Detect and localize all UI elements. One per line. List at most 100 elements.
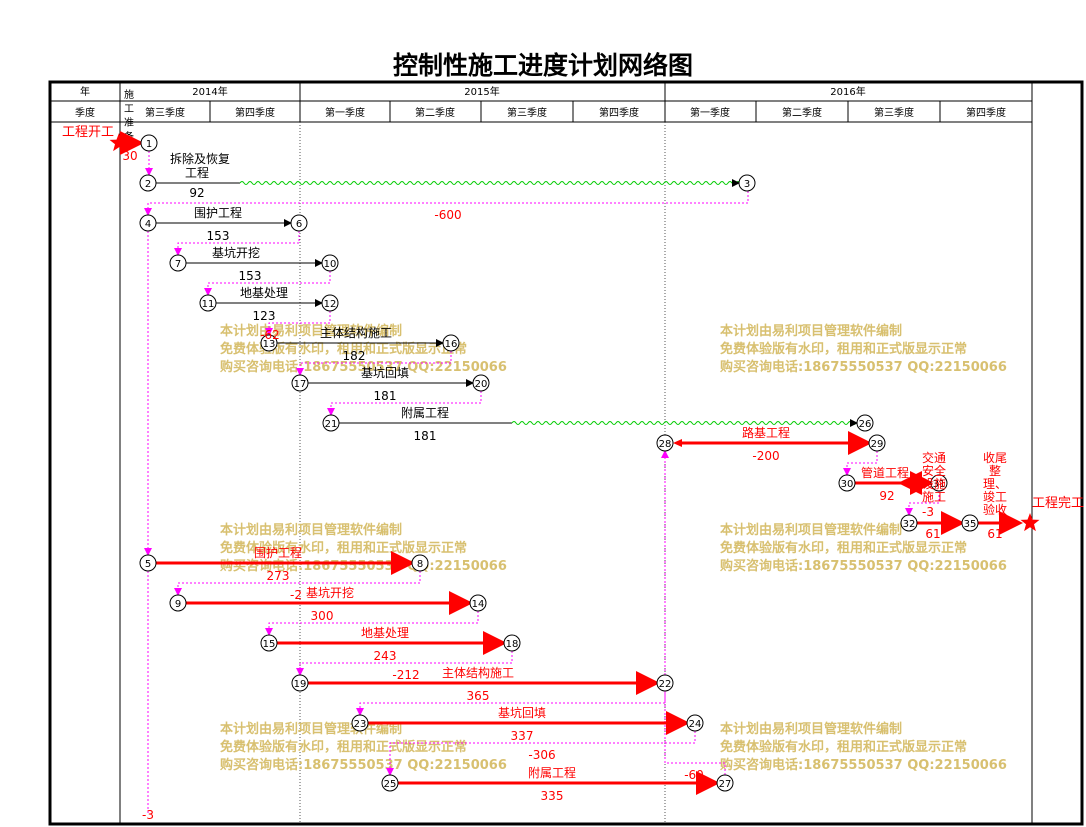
prep-label-char: 施: [124, 88, 134, 101]
activity-name: 地基处理: [240, 286, 288, 300]
activity-name: 工程: [185, 165, 209, 180]
node-17: 17: [291, 374, 309, 392]
activity-name: 管道工程: [861, 465, 909, 480]
node-label: 23: [354, 719, 367, 730]
watermark-text: 免费体验版有水印，租用和正式版显示正常: [220, 739, 467, 755]
node-label: 2: [145, 179, 151, 190]
float-value: -3: [142, 808, 154, 822]
end-star-icon: [1020, 513, 1040, 532]
activity-name: 基坑开挖: [306, 585, 354, 600]
activity-name: 竣工: [983, 489, 1007, 504]
node-label: 7: [175, 259, 181, 270]
node-15: 15: [260, 634, 278, 652]
node-26: 26: [856, 414, 874, 432]
node-29: 29: [868, 434, 886, 452]
node-label: 9: [175, 599, 181, 610]
activity-duration: 365: [467, 689, 490, 703]
quarter-label: 第一季度: [690, 106, 730, 119]
node-21: 21: [322, 414, 340, 432]
float-link: [265, 311, 331, 336]
activity-name: 验收: [983, 502, 1007, 517]
activity-name: 理、: [983, 477, 1007, 491]
float-value: -600: [434, 208, 461, 222]
node-16: 16: [442, 334, 460, 352]
float-link: [174, 231, 300, 256]
watermark-text: 购买咨询电话:18675550537 QQ:22150066: [220, 558, 507, 574]
node-2: 2: [139, 174, 157, 192]
activity-duration: 335: [541, 789, 564, 803]
float-link: [386, 731, 696, 776]
node-label: 10: [324, 259, 337, 270]
node-3: 3: [738, 174, 756, 192]
float-link: [327, 391, 482, 416]
node-14: 14: [469, 594, 487, 612]
activity-duration: 61: [925, 527, 940, 541]
activity-duration: 243: [374, 649, 397, 663]
watermark-text: 免费体验版有水印，租用和正式版显示正常: [720, 739, 967, 755]
node-label: 30: [841, 479, 854, 490]
activity-name: 主体结构施工: [442, 665, 514, 680]
activity-duration: 92: [189, 186, 204, 200]
node-label: 18: [506, 639, 519, 650]
node-1: 1: [140, 134, 158, 152]
node-11: 11: [199, 294, 217, 312]
watermark-text: 购买咨询电话:18675550537 QQ:22150066: [220, 359, 507, 375]
quarter-row-label: 季度: [75, 106, 95, 119]
watermark-text: 购买咨询电话:18675550537 QQ:22150066: [720, 757, 1007, 773]
node-label: 12: [324, 299, 337, 310]
year-label: 2016年: [830, 85, 865, 98]
activity-name: 路基工程: [742, 425, 790, 440]
year-row-label: 年: [80, 85, 90, 98]
float-link: [905, 491, 940, 516]
watermark-text: 免费体验版有水印，租用和正式版显示正常: [220, 341, 467, 357]
watermark-text: 购买咨询电话:18675550537 QQ:22150066: [220, 757, 507, 773]
node-label: 8: [417, 559, 423, 570]
activity-duration: -3: [922, 505, 934, 519]
start-duration: 30: [122, 149, 137, 163]
activity-duration: 181: [414, 429, 437, 443]
activity-name: 附属工程: [401, 405, 449, 420]
node-label: 17: [294, 379, 307, 390]
activity-name: 围护工程: [254, 545, 302, 560]
node-label: 11: [202, 299, 215, 310]
activity-name: 收尾: [983, 451, 1007, 465]
activity-duration: 300: [311, 609, 334, 623]
node-label: 26: [859, 419, 872, 430]
activity-name: 基坑开挖: [212, 245, 260, 260]
activity-duration: 153: [239, 269, 262, 283]
node-label: 14: [472, 599, 485, 610]
node-6: 6: [290, 214, 308, 232]
node-label: 3: [744, 179, 750, 190]
node-5: 5: [139, 554, 157, 572]
float-link: [265, 611, 479, 636]
float-link: [204, 271, 331, 296]
node-8: 8: [411, 554, 429, 572]
activity-duration: 181: [374, 389, 397, 403]
node-7: 7: [169, 254, 187, 272]
node-18: 18: [503, 634, 521, 652]
watermark-text: 购买咨询电话:18675550537 QQ:22150066: [720, 558, 1007, 574]
activity-duration: -200: [752, 449, 779, 463]
node-9: 9: [169, 594, 187, 612]
node-label: 24: [689, 719, 702, 730]
quarter-label: 第三季度: [145, 106, 185, 119]
float-link: [843, 451, 878, 476]
activity-name: 附属工程: [528, 765, 576, 780]
node-label: 5: [145, 559, 151, 570]
prep-label-char: 准: [124, 117, 134, 129]
activity-name: 地基处理: [361, 626, 409, 640]
year-label: 2014年: [192, 85, 227, 98]
node-label: 20: [475, 379, 488, 390]
node-25: 25: [381, 774, 399, 792]
watermark-text: 免费体验版有水印，租用和正式版显示正常: [720, 341, 967, 357]
quarter-label: 第四季度: [235, 106, 275, 119]
node-label: 16: [445, 339, 458, 350]
node-label: 35: [964, 519, 977, 530]
node-label: 19: [294, 679, 307, 690]
quarter-label: 第四季度: [599, 106, 639, 119]
node-24: 24: [686, 714, 704, 732]
node-label: 4: [145, 219, 151, 230]
activity-name: 拆除及恢复: [170, 151, 230, 166]
node-35: 35: [961, 514, 979, 532]
